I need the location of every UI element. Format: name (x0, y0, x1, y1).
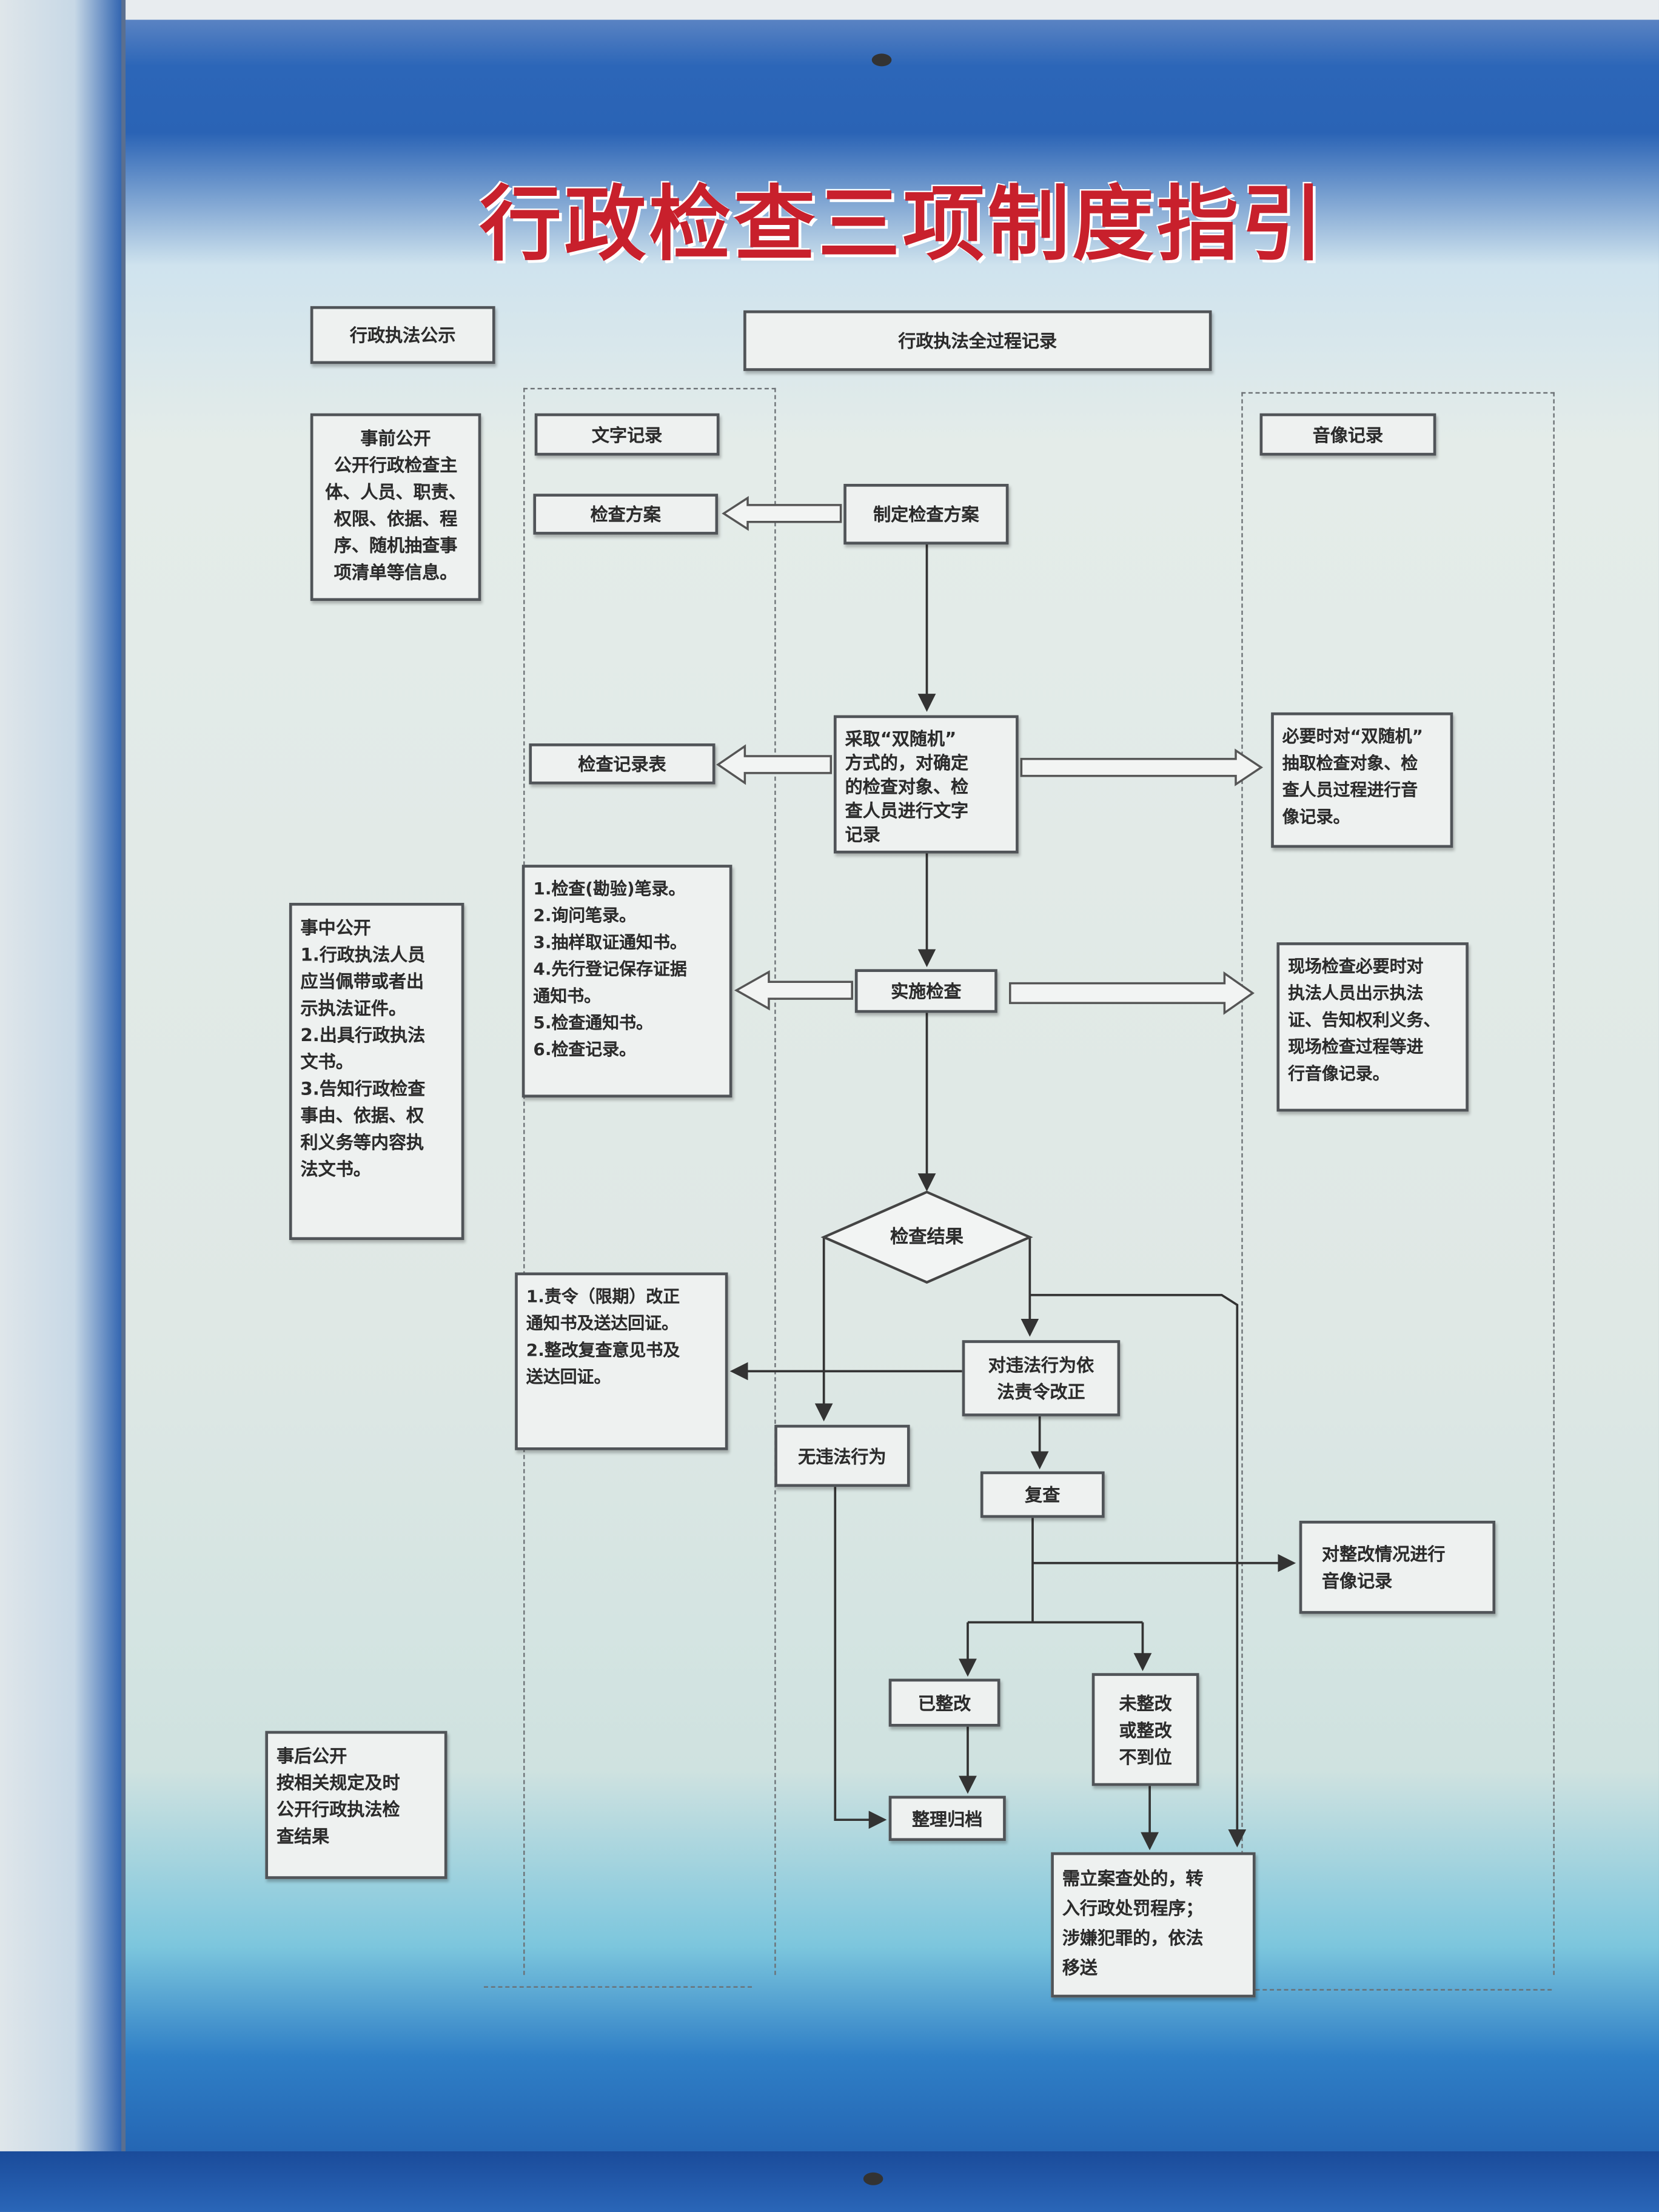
transfer-penalty-box: 需立案查处的，转 入行政处罚程序； 涉嫌犯罪的，依法 移送 (1051, 1852, 1256, 1998)
pre-publicity-box: 事前公开 公开行政检查主 体、人员、职责、 权限、依据、程 序、随机抽查事 项清… (310, 413, 481, 602)
no-violation-box: 无违法行为 (774, 1424, 910, 1487)
av-record-lane (1241, 392, 1555, 1976)
inspection-plan-box: 检查方案 (533, 494, 719, 535)
lane-bottom (483, 1986, 752, 1988)
inspection-result-decision: 检查结果 (890, 1227, 964, 1248)
top-frame (124, 0, 1659, 20)
av-record-header: 音像记录 (1259, 413, 1436, 456)
inspection-documents-box: 1.检查(勘验)笔录。 2.询问笔录。 3.抽样取证通知书。 4.先行登记保存证… (521, 865, 732, 1098)
order-correction-box: 对违法行为依 法责令改正 (962, 1340, 1121, 1416)
implement-inspection-box: 实施检查 (854, 969, 997, 1013)
screw-icon (871, 53, 892, 67)
text-record-header: 文字记录 (534, 413, 720, 456)
screw-icon (863, 2172, 883, 2185)
bottom-frame (0, 2151, 1659, 2212)
rectify-documents-box: 1.责令（限期）改正 通知书及送达回证。 2.整改复查意见书及 送达回证。 (515, 1272, 728, 1450)
during-publicity-box: 事中公开 1.行政执法人员 应当佩带或者出 示执法证件。 2.出具行政执法 文书… (289, 902, 464, 1240)
double-random-av-box: 必要时对“双随机” 抽取检查对象、检 查人员过程进行音 像记录。 (1271, 712, 1453, 848)
rectify-av-box: 对整改情况进行 音像记录 (1299, 1520, 1496, 1614)
rectified-box: 已整改 (888, 1678, 1000, 1727)
poster-title: 行政检查三项制度指引 (479, 176, 1326, 273)
not-rectified-box: 未整改 或整改 不到位 (1091, 1673, 1199, 1786)
review-box: 复查 (980, 1471, 1105, 1518)
onsite-av-box: 现场检查必要时对 执法人员出示执法 证、告知权利义务、 现场检查过程等进 行音像… (1276, 942, 1469, 1112)
lane-bottom (1255, 1989, 1552, 1991)
text-record-lane (523, 387, 776, 1976)
frame-edge (121, 0, 126, 2212)
wall-background (0, 0, 124, 2212)
archive-box: 整理归档 (888, 1795, 1006, 1842)
publicity-header: 行政执法公示 (310, 306, 495, 364)
post-publicity-box: 事后公开 按相关规定及时 公开行政执法检 查结果 (265, 1731, 447, 1879)
double-random-box: 采取“双随机” 方式的，对确定 的检查对象、检 查人员进行文字 记录 (833, 715, 1019, 854)
make-plan-box: 制定检查方案 (843, 483, 1009, 545)
inspection-record-form-box: 检查记录表 (529, 743, 716, 785)
full-record-header: 行政执法全过程记录 (743, 310, 1212, 371)
